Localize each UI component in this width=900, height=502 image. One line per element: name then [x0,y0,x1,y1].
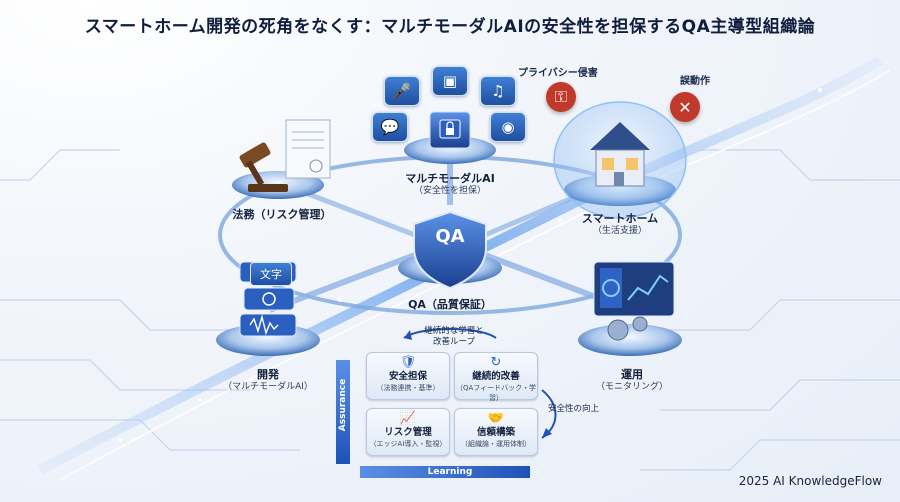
circuit-traces [0,149,900,471]
disc-multimodal [404,136,496,164]
node-multimodal-sub: （安全性を担保） [413,185,486,196]
node-dev: 開発 （マルチモーダルAI） [208,368,328,393]
assurance-axis [336,360,350,464]
node-qa: QA（品質保証） [390,298,510,312]
qa-shield-icon [413,210,487,290]
card-trust-title: 信頼構築 [476,427,515,438]
card-improvement-sub: （QAフィードバック・学習） [455,384,537,402]
keyhole-icon: ⚿ [546,82,576,112]
card-trust: 🤝 信頼構築 （組織論・運用体制） [454,408,538,456]
node-multimodal: マルチモーダルAI （安全性を担保） [380,172,520,197]
page-title: スマートホーム開発の死角をなくす：マルチモーダルAIの安全性を担保するQA主導型… [84,17,816,37]
loop-label-line1: 継続的な学習と [424,326,484,336]
gavel-icon [239,119,331,192]
error-x-icon: ✕ [670,92,700,122]
card-risk-title: リスク管理 [384,427,432,438]
qa-matrix: 🛡 安全担保 （法務連携・基準） ↻ 継続的改善 （QAフィードバック・学習） … [362,350,540,462]
ops-monitor [593,261,675,341]
card-risk-sub: （エッジAI導入・監視） [369,440,447,448]
node-legal-label: 法務（リスク管理） [232,208,332,221]
light-streak [37,55,883,475]
image-icon: ▣ [432,66,468,96]
node-dev-label: 開発 [257,368,279,381]
card-improvement: ↻ 継続的改善 （QAフィードバック・学習） [454,352,538,402]
node-ops: 運用 （モニタリング） [572,368,692,393]
node-ops-sub: （モニタリング） [595,381,668,392]
sparkles [118,88,822,442]
card-safety-sub: （法務連携・基準） [376,384,440,392]
card-safety: 🛡 安全担保 （法務連携・基準） [366,352,450,400]
chip-icon [429,111,471,149]
risk-malfunction-label: 誤動作 [680,76,710,87]
credit: 2025 AI KnowledgeFlow [738,474,882,488]
node-qa-label: QA（品質保証） [408,298,492,311]
text-modality-box: 文字 [250,262,292,286]
learning-axis [360,466,530,478]
learning-axis-label: Learning [427,467,473,477]
node-legal: 法務（リスク管理） [222,208,342,222]
house-icon [590,122,650,187]
loop-label-line2: 改善ループ [433,337,475,347]
node-ops-label: 運用 [621,368,643,381]
node-dev-sub: （マルチモーダルAI） [223,381,313,392]
card-improvement-title: 継続的改善 [472,371,520,382]
chart-icon: 📈 [399,411,417,426]
node-multimodal-label: マルチモーダルAI [405,172,495,185]
refresh-icon: ↻ [490,355,502,370]
node-smarthome-label: スマートホーム [581,212,659,225]
waveform-icon: ♫ [480,76,516,106]
card-risk: 📈 リスク管理 （エッジAI導入・監視） [366,408,450,456]
shield-check-icon: 🛡 [399,355,417,370]
node-smarthome: スマートホーム （生活支援） [560,212,680,237]
handshake-icon: 🤝 [487,411,505,426]
chat-icon: 💬 [372,112,408,142]
loop-label: 継続的な学習と 改善ループ [414,326,494,348]
node-smarthome-sub: （生活支援） [592,225,647,236]
assurance-axis-label: Assurance [338,378,348,432]
disc-ops [578,324,682,356]
card-safety-title: 安全担保 [388,371,427,382]
camera-icon: ◉ [490,112,526,142]
microphone-icon: 🎤 [384,76,420,106]
safety-improvement-label: 安全性の向上 [548,404,600,414]
risk-privacy-label: プライバシー侵害 [518,68,598,79]
qa-badge: QA [435,226,465,247]
card-trust-sub: （組織論・運用体制） [461,440,531,448]
